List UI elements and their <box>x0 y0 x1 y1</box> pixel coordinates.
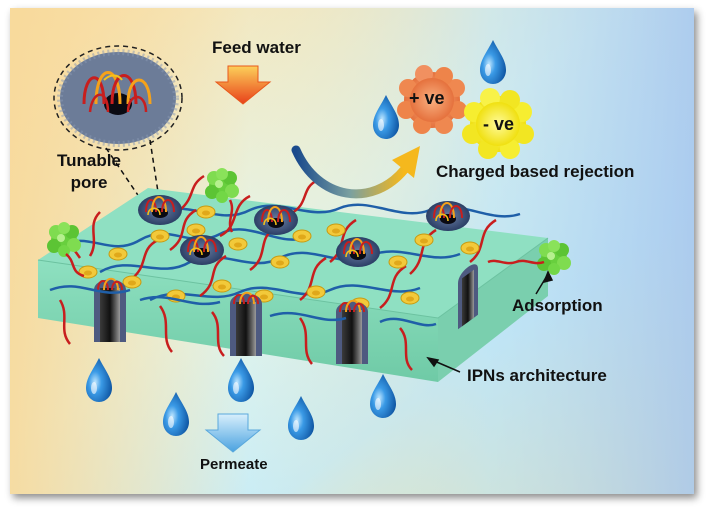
rejection-label: Charged based rejection <box>436 162 635 181</box>
tunable-pore-label: Tunable pore <box>57 151 121 192</box>
permeate-label: Permeate <box>200 456 268 473</box>
pointer-lines <box>426 270 554 373</box>
pore-zoom-icon <box>53 45 183 211</box>
rejection-arrow-icon <box>291 145 420 199</box>
negative-charge-label: - ve <box>483 114 515 134</box>
feed-arrow-icon <box>214 65 272 105</box>
feed-water-label: Feed water <box>212 38 301 57</box>
channel-pores <box>93 264 478 365</box>
negative-particle-icon <box>462 88 534 159</box>
contaminant-icon <box>47 168 571 278</box>
positive-particle-icon <box>397 65 467 134</box>
adsorption-label: Adsorption <box>512 296 603 315</box>
ipn-architecture-label: IPNs architecture <box>467 366 607 385</box>
positive-charge-label: + ve <box>409 88 445 108</box>
permeate-arrow-icon <box>204 413 262 453</box>
